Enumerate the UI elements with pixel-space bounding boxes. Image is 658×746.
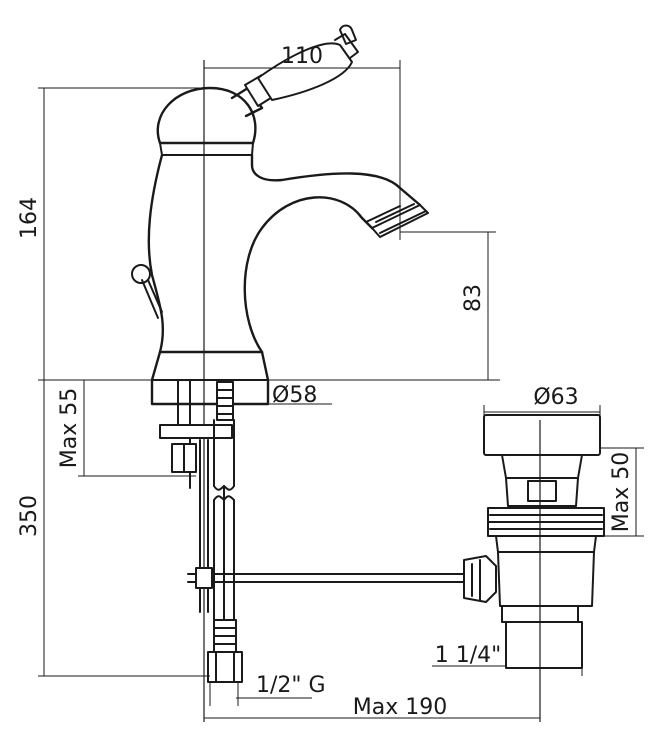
dimension-waste-thread: 1 1/4" bbox=[435, 643, 502, 668]
dimension-overall-height: 164 bbox=[17, 197, 42, 239]
waste-assembly bbox=[463, 414, 605, 722]
faucet bbox=[131, 24, 429, 406]
under-deck-fittings bbox=[159, 379, 471, 683]
dimension-hose-length: 350 bbox=[17, 495, 42, 537]
dimension-max-deck-thickness: Max 55 bbox=[57, 388, 82, 468]
dimension-max-distance: Max 190 bbox=[353, 695, 447, 720]
dimension-waste-diameter: Ø63 bbox=[533, 385, 578, 410]
dimension-waste-max: Max 50 bbox=[609, 452, 634, 532]
dimension-lines bbox=[38, 60, 644, 719]
dimension-connection-thread: 1/2" G bbox=[256, 673, 326, 698]
dimension-spout-reach: 110 bbox=[281, 44, 323, 69]
dimension-body-diameter: Ø58 bbox=[272, 383, 317, 408]
dimension-spout-height: 83 bbox=[461, 284, 486, 312]
